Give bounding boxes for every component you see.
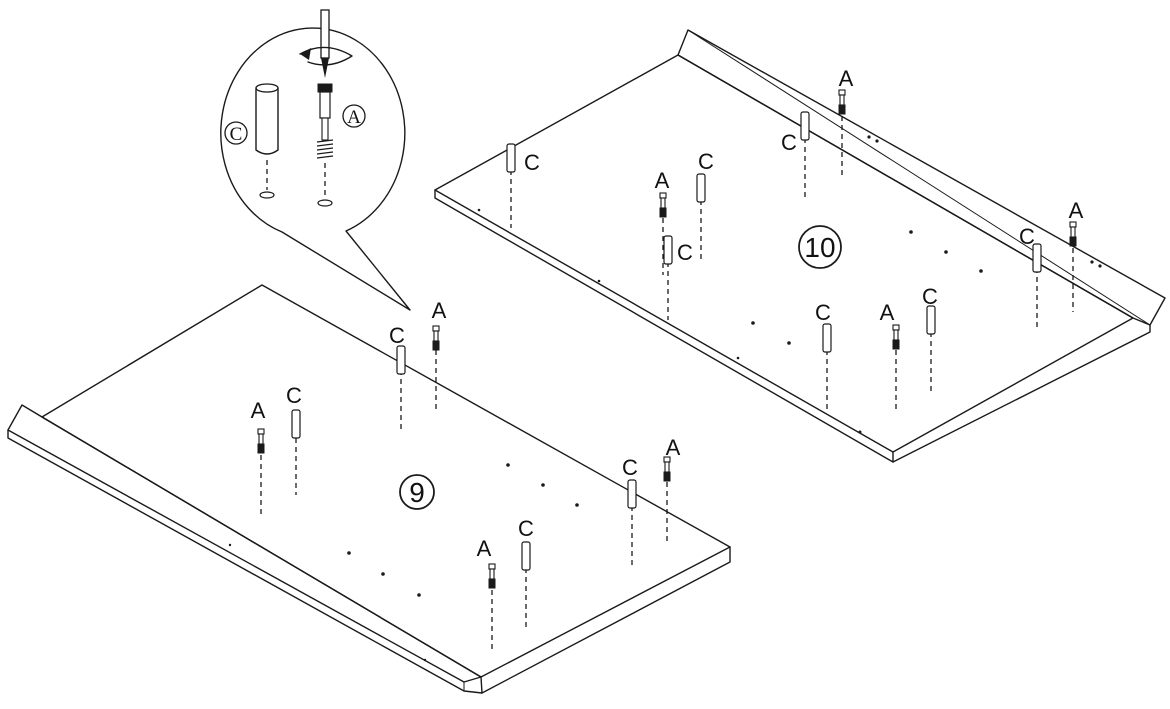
detail-callout: C A (220, 9, 411, 311)
detail-dowel-label: C (230, 124, 243, 145)
part-label-a: A (432, 298, 447, 323)
part-label-a: A (655, 168, 670, 193)
rotate-arrow-icon (299, 46, 353, 66)
part-label-c: C (781, 130, 797, 155)
panel-9-hardware: C A A C C A A C (251, 298, 681, 650)
panel-10: 10 (434, 29, 1166, 463)
part-label-c: C (622, 455, 638, 480)
panel-10-holes (477, 135, 1102, 434)
part-label-a: A (880, 300, 895, 325)
panel-9-holes (228, 463, 579, 662)
part-label-c: C (389, 323, 405, 348)
screwdriver-icon (320, 9, 330, 78)
part-label-c: C (922, 284, 938, 309)
part-label-a: A (1069, 198, 1084, 223)
part-label-a: A (251, 398, 266, 423)
part-label-a: A (839, 66, 854, 91)
part-label-c: C (677, 240, 693, 265)
part-label-c: C (1019, 224, 1035, 249)
part-label-a: A (477, 536, 492, 561)
detail-cam-bolt-label: A (347, 107, 361, 128)
detail-dowel: C (224, 83, 279, 199)
detail-cam-bolt: A (316, 83, 366, 207)
part-label-c: C (698, 149, 714, 174)
step-10-number: 10 (804, 232, 835, 263)
step-9-badge: 9 (399, 474, 435, 510)
step-9-number: 9 (409, 477, 425, 508)
part-label-c: C (518, 516, 534, 541)
part-label-c: C (815, 300, 831, 325)
panel-10-hardware: C A C C C A C A C A (506, 66, 1084, 410)
panel-9: 9 (7, 284, 731, 694)
step-10-badge: 10 (798, 225, 842, 269)
part-label-c: C (524, 150, 540, 175)
part-label-a: A (666, 435, 681, 460)
part-label-c: C (286, 383, 302, 408)
